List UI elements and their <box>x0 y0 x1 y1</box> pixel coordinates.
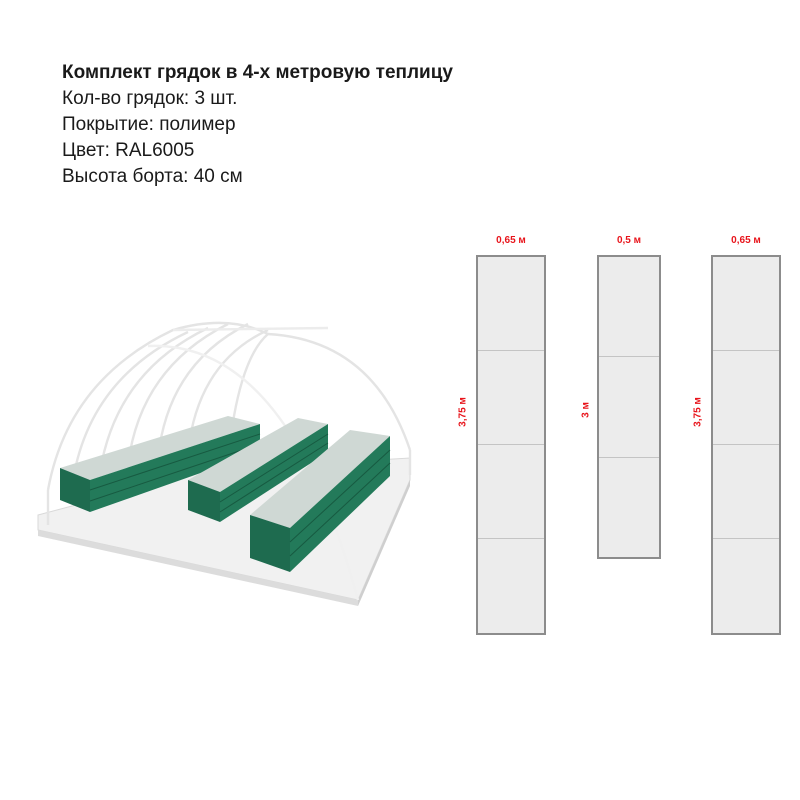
bed-outline <box>597 255 661 559</box>
bed-length-label: 3 м <box>580 402 592 418</box>
spec-bed-count: Кол-во грядок: 3 шт. <box>62 88 238 109</box>
greenhouse-frame <box>46 321 412 601</box>
raised-bed-model-1 <box>60 416 261 512</box>
bed-width-label: 0,5 м <box>616 235 642 246</box>
spec-coating: Покрытие: полимер <box>62 114 236 135</box>
bed-width-label: 0,65 м <box>731 235 761 246</box>
bed-outline <box>711 255 781 635</box>
greenhouse-illustration <box>37 321 412 606</box>
bed-width-label: 0,65 м <box>496 235 526 246</box>
raised-bed-model-2 <box>188 418 329 522</box>
product-info: Комплект грядок в 4-х метровую теплицу К… <box>62 60 453 190</box>
spec-side-height: Высота борта: 40 см <box>62 166 243 187</box>
raised-bed-model-3 <box>250 430 391 572</box>
bed-outline <box>476 255 546 635</box>
product-title: Комплект грядок в 4-х метровую теплицу <box>62 62 453 83</box>
bed-length-label: 3,75 м <box>457 397 469 427</box>
bed-length-label: 3,75 м <box>692 397 704 427</box>
spec-color: Цвет: RAL6005 <box>62 140 195 161</box>
